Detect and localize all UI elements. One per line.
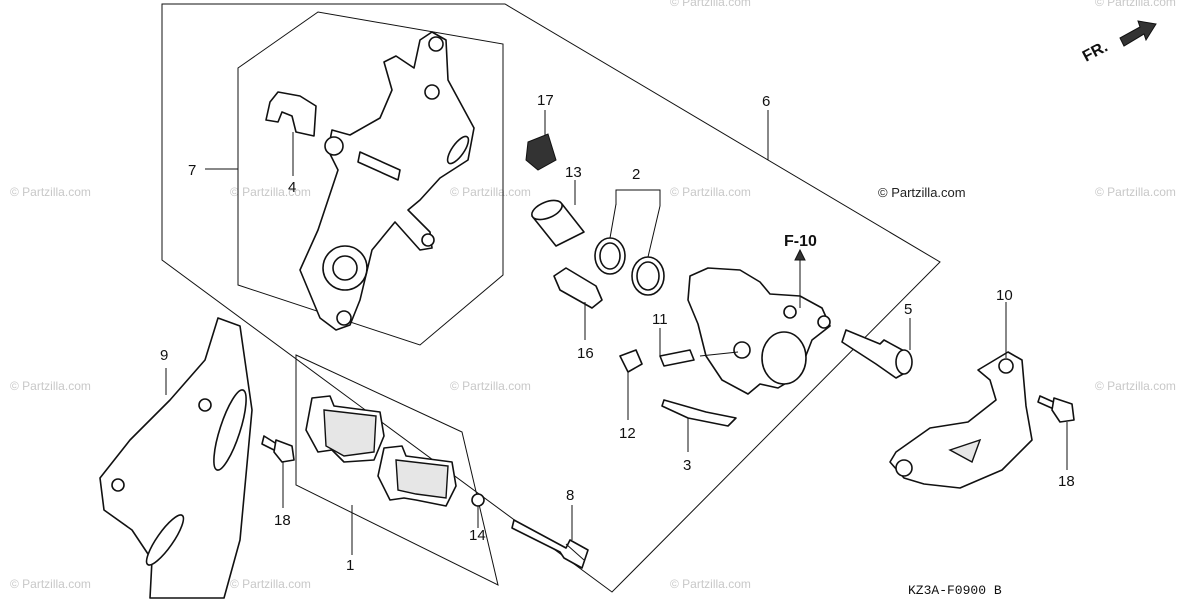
callout-17: 17 (537, 92, 554, 109)
watermark: © Partzilla.com (230, 185, 311, 199)
caliper-assembly-outline (161, 3, 941, 593)
pad-set-outline (295, 354, 499, 586)
part-bolt-left (261, 435, 295, 463)
callout-11: 11 (652, 311, 668, 328)
part-bleeder-cap (525, 133, 557, 171)
callout-10: 10 (996, 287, 1013, 304)
leader-lines (165, 110, 1068, 555)
watermark: © Partzilla.com (230, 577, 311, 591)
callout-6: 6 (762, 93, 770, 110)
callout-2: 2 (632, 166, 640, 183)
front-arrow-icon (1119, 20, 1157, 47)
part-boot (619, 349, 643, 373)
part-bleeder-valve (659, 349, 695, 367)
callout-18-right: 18 (1058, 473, 1075, 490)
part-caliper-body (687, 267, 831, 395)
part-caliper-bracket (299, 31, 475, 331)
callout-1: 1 (346, 557, 354, 574)
part-caliper-guard (889, 351, 1033, 489)
watermark: © Partzilla.com (1095, 185, 1176, 199)
part-pad-pin (511, 519, 589, 569)
watermark: © Partzilla.com (450, 185, 531, 199)
part-guard-plate (99, 317, 253, 599)
part-brake-pads (305, 395, 457, 507)
watermark: © Partzilla.com (670, 185, 751, 199)
diagram-code: KZ3A-F0900 B (908, 583, 1002, 598)
part-pad-spring (265, 91, 317, 170)
callout-4: 4 (288, 179, 296, 196)
front-arrow: FR. (1080, 20, 1157, 66)
callout-13: 13 (565, 164, 582, 181)
watermark: © Partzilla.com (10, 379, 91, 393)
callout-12: 12 (619, 425, 636, 442)
part-piston (531, 199, 585, 247)
callout-9: 9 (160, 347, 168, 364)
part-bolt-right (1037, 395, 1075, 423)
watermark: © Partzilla.com (10, 185, 91, 199)
callout-14: 14 (469, 527, 486, 544)
watermark: © Partzilla.com (1095, 379, 1176, 393)
watermark: © Partzilla.com (670, 577, 751, 591)
callout-labels: 7 4 17 13 2 6 F-10 11 16 5 10 12 3 9 18 … (160, 92, 1075, 574)
reference-label: F-10 (784, 233, 817, 250)
bracket-group-outline (237, 11, 504, 346)
callout-5: 5 (904, 301, 912, 318)
part-slide-pin (553, 267, 603, 309)
reference-arrow-icon (794, 248, 806, 261)
part-caliper-pin (841, 329, 913, 379)
watermarks: © Partzilla.com © Partzilla.com © Partzi… (10, 0, 1176, 591)
callout-18-left: 18 (274, 512, 291, 529)
copyright-notice: © Partzilla.com (878, 185, 966, 200)
watermark: © Partzilla.com (450, 379, 531, 393)
watermark: © Partzilla.com (670, 0, 751, 9)
callout-16: 16 (577, 345, 594, 362)
watermark: © Partzilla.com (10, 577, 91, 591)
callout-7: 7 (188, 162, 196, 179)
part-washer (471, 493, 485, 507)
callout-8: 8 (566, 487, 574, 504)
front-label: FR. (1080, 38, 1111, 65)
callout-3: 3 (683, 457, 691, 474)
watermark: © Partzilla.com (1095, 0, 1176, 9)
part-pad-retainer (661, 399, 737, 427)
part-piston-seals (594, 237, 665, 296)
